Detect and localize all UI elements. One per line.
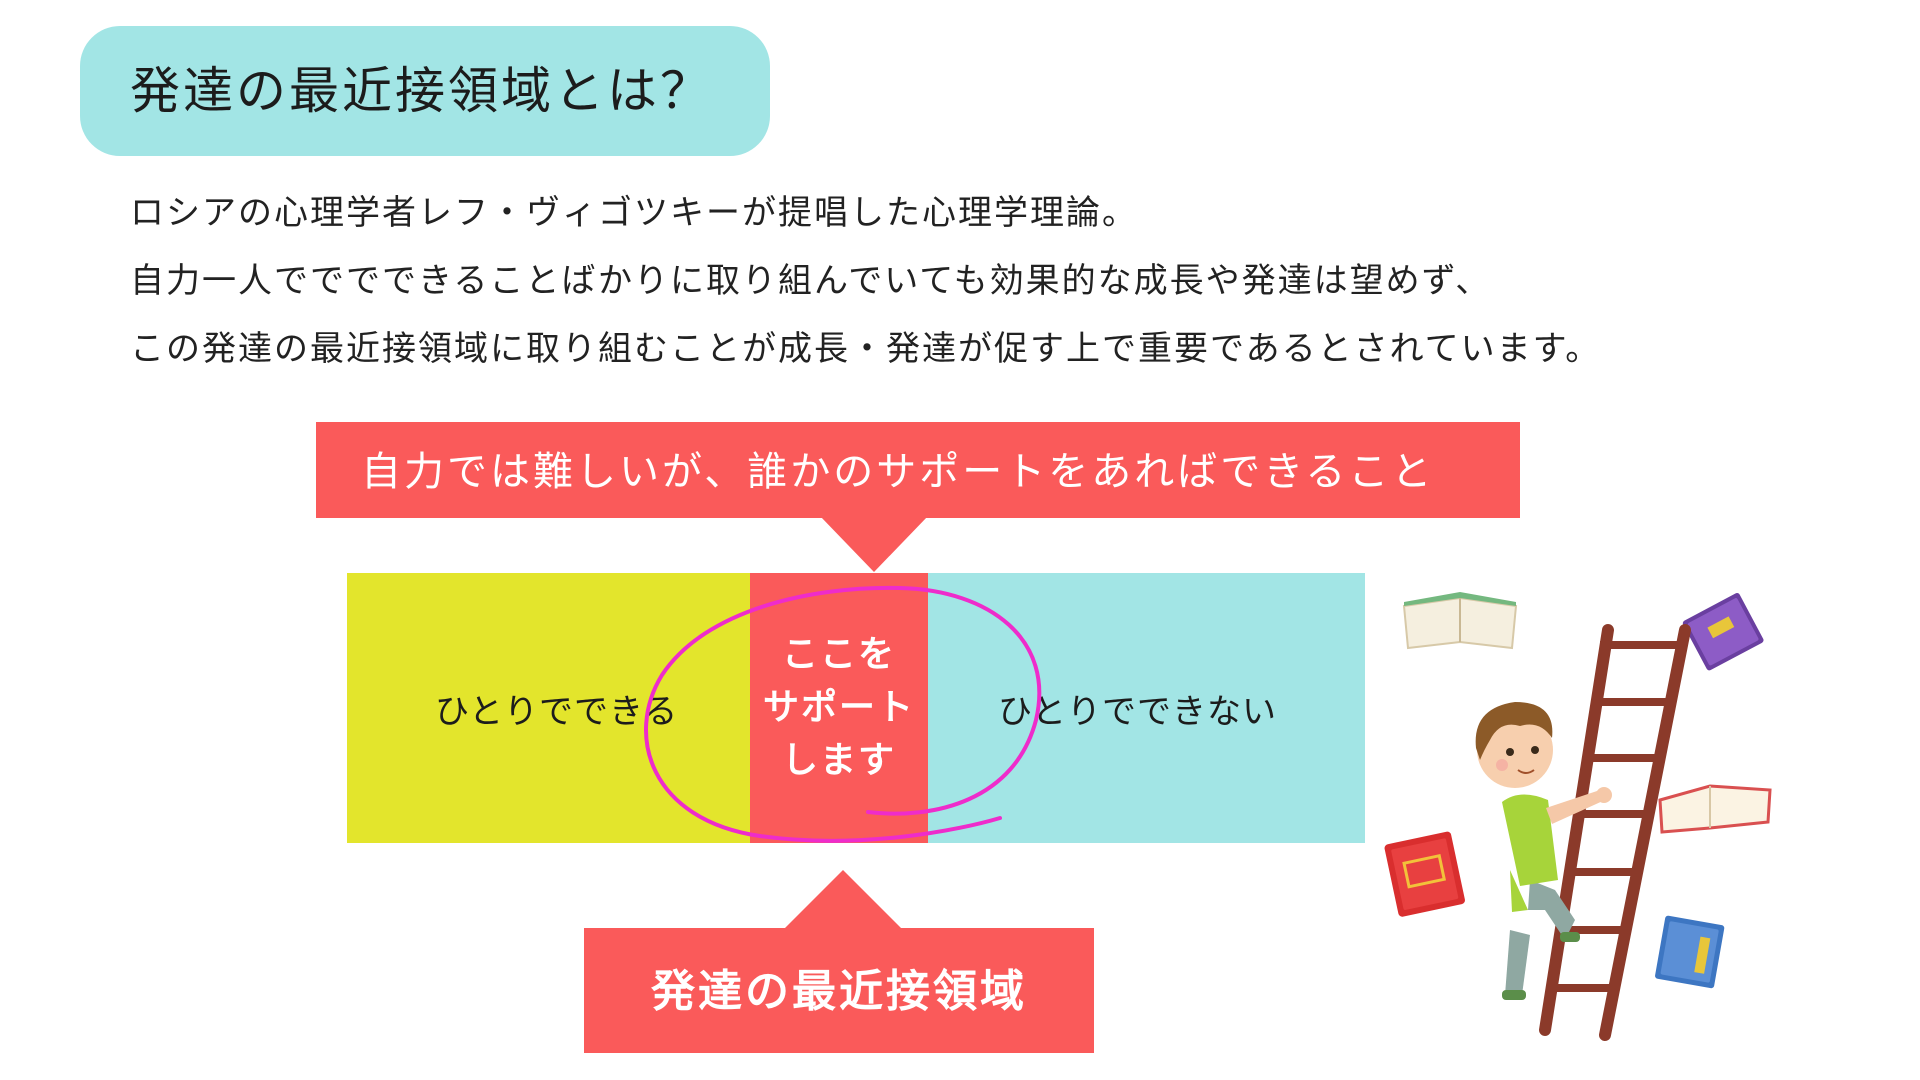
child-ladder-illustration — [1384, 592, 1772, 1041]
top-callout-box — [316, 422, 1520, 518]
description-line-3: この発達の最近接領域に取り組むことが成長・発達が促す上で重要であるとされています… — [130, 329, 1602, 369]
top-callout-pointer — [820, 516, 928, 572]
title-banner — [80, 26, 770, 156]
support-line-3: します — [781, 740, 896, 781]
top-callout-text: 自力では難しいが、誰かのサポートをあればできること — [361, 449, 1435, 495]
bottom-callout-box — [584, 928, 1094, 1053]
bottom-callout-pointer — [785, 870, 901, 928]
closed-book-icon — [1384, 831, 1465, 917]
support-line-1: ここを — [781, 634, 896, 675]
page-title: 発達の最近接領域とは？ — [130, 62, 713, 120]
closed-book-icon — [1655, 915, 1725, 989]
support-line-2: サポート — [762, 687, 915, 728]
can-do-alone-label: ひとりでできる — [435, 692, 679, 732]
ladder-icon — [1539, 624, 1691, 1041]
child-icon — [1475, 702, 1612, 1000]
support-here-label: ここを サポート します — [750, 628, 928, 787]
closed-book-icon — [1682, 593, 1764, 671]
open-book-icon — [1402, 592, 1518, 650]
bottom-callout-text: 発達の最近接領域 — [651, 966, 1027, 1017]
description-line-2: 自力一人でででできることばかりに取り組んでいても効果的な成長や発達は望めず、 — [130, 261, 1492, 301]
open-book-icon — [1658, 784, 1772, 834]
cannot-do-alone-label: ひとりでできない — [998, 692, 1277, 732]
description-line-1: ロシアの心理学者レフ・ヴィゴツキーが提唱した心理学理論。 — [130, 193, 1138, 233]
